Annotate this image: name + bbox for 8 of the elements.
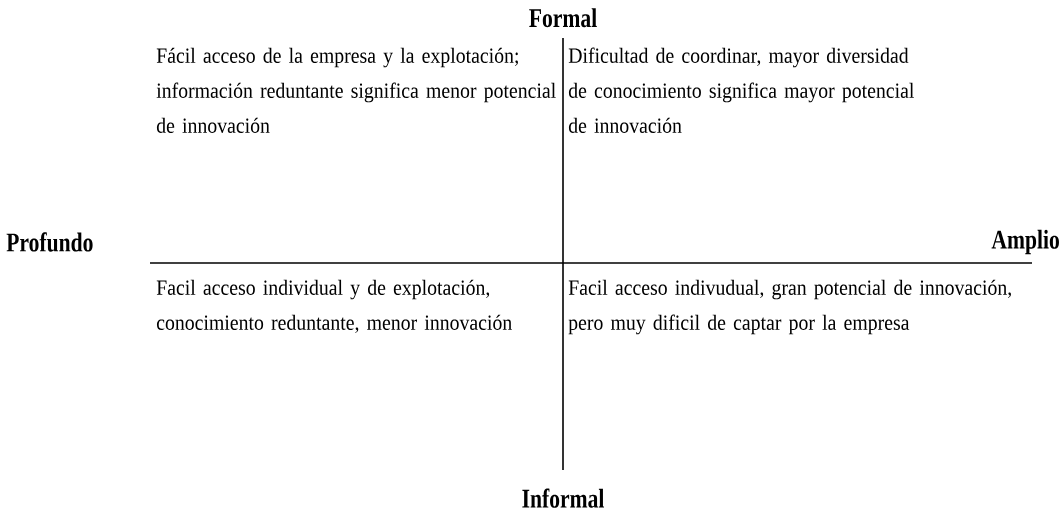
- axis-label: Profundo: [6, 232, 93, 252]
- axis-label: Amplio: [991, 229, 1059, 255]
- quadrant-text: Fácil acceso de la empresa y la explotación; información reduntante significa menor potencial de innovación: [156, 47, 556, 133]
- axis-label: Formal: [529, 8, 597, 28]
- quadrant-text: Facil acceso indivudual, gran potencial de innovación, pero muy dificil de captar por la empresa: [568, 279, 1011, 335]
- axis-label: Informal: [522, 488, 605, 508]
- quadrant-text: Dificultad de coordinar, mayor diversidad de conocimiento significa mayor potencial de innovación: [568, 47, 914, 133]
- quadrant-text: Facil acceso individual y de explotación, conocimiento reduntante, menor innovación: [156, 279, 512, 333]
